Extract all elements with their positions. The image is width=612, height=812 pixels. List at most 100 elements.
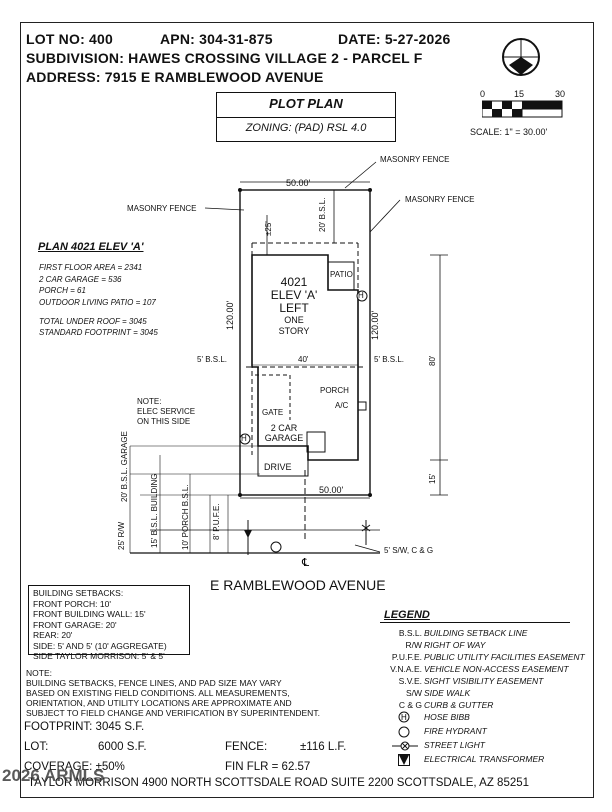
plot-plan-title: PLOT PLAN	[269, 96, 343, 111]
finished-floor: FIN FLR = 62.57	[225, 761, 311, 773]
bsl-building: 15' B.S.L. BUILDING	[150, 473, 159, 548]
house-hand: LEFT	[279, 301, 309, 315]
side-bsl-right: 5' B.S.L.	[374, 355, 404, 364]
north-arrow-icon	[502, 38, 540, 76]
setback-line: FRONT PORCH: 10'	[33, 598, 111, 609]
plan-info-line: OUTDOOR LIVING PATIO = 107	[39, 297, 156, 307]
scale-bar	[482, 100, 563, 118]
footprint: FOOTPRINT: 3045 S.F.	[24, 721, 145, 733]
plan-info-line: FIRST FLOOR AREA = 2341	[39, 263, 143, 272]
dim-80: 80'	[428, 355, 437, 366]
apn: APN: 304-31-875	[160, 31, 273, 47]
garage-line-2: GARAGE	[264, 433, 304, 443]
notes-line: BUILDING SETBACKS, FENCE LINES, AND PAD …	[26, 678, 282, 688]
garage-label: 2 CAR GARAGE	[262, 423, 306, 443]
dim-15: 15'	[428, 473, 437, 484]
ac-unit	[357, 401, 367, 411]
notes-title: NOTE:	[26, 668, 52, 678]
scale-tick-0: 0	[480, 89, 486, 99]
electrical-transformer-icon	[398, 754, 410, 766]
watermark: 2026 ARMLS	[2, 766, 105, 785]
fence-value: ±116 L.F.	[300, 741, 347, 753]
ac-label: A/C	[335, 401, 349, 410]
hose-bibb-right-label: H	[358, 291, 364, 300]
masonry-fence-right: MASONRY FENCE	[405, 195, 475, 204]
hose-bibb-icon: H	[398, 711, 410, 723]
dim-bottom: 50.00'	[319, 485, 344, 495]
zoning: ZONING: (PAD) RSL 4.0	[245, 122, 367, 134]
street-name: E RAMBLEWOOD AVENUE	[210, 577, 386, 593]
porch	[306, 431, 326, 453]
setback-line: SIDE: 5' AND 5' (10' AGGREGATE)	[33, 640, 167, 651]
coverage: COVERAGE: ±50%	[24, 761, 125, 773]
dim-left: 120.00'	[225, 300, 235, 330]
scale-tick-15: 15	[514, 89, 525, 99]
garage-line-1: 2 CAR	[270, 423, 298, 433]
plan-info-title: PLAN 4021 ELEV 'A'	[38, 241, 144, 253]
setback-line: FRONT BUILDING WALL: 15'	[33, 609, 146, 619]
sidewalk-label: 5' S/W, C & G	[384, 546, 434, 555]
svg-text:℄: ℄	[301, 557, 309, 569]
hose-bibb-left-label: H	[241, 434, 247, 443]
address: ADDRESS: 7915 E RAMBLEWOOD AVENUE	[26, 69, 324, 85]
lot-boundary	[239, 189, 371, 496]
house-elev: ELEV 'A'	[270, 288, 318, 302]
dim-top: 50.00'	[286, 178, 311, 188]
notes-line: ORIENTATION, AND UTILITY LOCATIONS ARE A…	[26, 698, 292, 708]
house-plan: 4021	[280, 275, 308, 289]
drive-label: DRIVE	[264, 462, 292, 472]
date: DATE: 5-27-2026	[338, 31, 451, 47]
dim-40: 40'	[298, 355, 309, 364]
house-label: 4021 ELEV 'A' LEFT ONE STORY	[258, 276, 330, 337]
setback-line: REAR: 20'	[33, 630, 73, 640]
setback-line: BUILDING SETBACKS:	[33, 588, 124, 598]
plan-info-line: 2 CAR GARAGE = 536	[39, 274, 122, 284]
masonry-fence-left: MASONRY FENCE	[127, 204, 197, 213]
plan-info-total: TOTAL UNDER ROOF = 3045	[39, 317, 147, 326]
plan-info-totals: TOTAL UNDER ROOF = 3045 STANDARD FOOTPRI…	[39, 316, 158, 338]
house-story-1: ONE	[284, 315, 304, 325]
gate-label: GATE	[262, 408, 284, 417]
fire-hydrant-icon	[398, 726, 410, 738]
note-line: ELEC SERVICE	[137, 407, 196, 416]
setback-line: FRONT GARAGE: 20'	[33, 619, 117, 630]
company-address: TAYLOR MORRISON 4900 NORTH SCOTTSDALE RO…	[28, 777, 530, 789]
lot-size-value: 6000 S.F.	[98, 741, 147, 753]
legend-rule	[380, 622, 570, 623]
hose-bibb-icon	[356, 290, 368, 302]
patio	[327, 261, 355, 291]
porch-label: PORCH	[320, 386, 349, 395]
plan-info-areas: FIRST FLOOR AREA = 2341 2 CAR GARAGE = 5…	[39, 262, 156, 308]
page-border	[20, 22, 594, 798]
setback-line: SIDE TAYLOR MORRISON: 5' & 5'	[33, 651, 165, 661]
porch-bsl: 10' PORCH B.S.L.	[181, 484, 190, 550]
subdivision: SUBDIVISION: HAWES CROSSING VILLAGE 2 - …	[26, 50, 423, 66]
notes-line: SUBJECT TO FIELD CHANGE AND VERIFICATION…	[26, 708, 320, 718]
svg-text:H: H	[401, 713, 407, 722]
general-notes: NOTE: BUILDING SETBACKS, FENCE LINES, AN…	[26, 668, 406, 718]
lot-number: LOT NO: 400	[26, 31, 113, 47]
plan-info-line: PORCH = 61	[39, 286, 86, 295]
driveway	[257, 445, 309, 477]
dim-right: 120.00'	[370, 310, 380, 340]
fire-hydrant-icon	[270, 541, 282, 553]
masonry-fence-top: MASONRY FENCE	[380, 155, 450, 164]
lot-size-label: LOT:	[24, 741, 49, 753]
building-setbacks-box: BUILDING SETBACKS: FRONT PORCH: 10' FRON…	[28, 585, 190, 661]
elec-service-note: NOTE: ELEC SERVICE ON THIS SIDE	[137, 397, 195, 427]
side-bsl-left: 5' B.S.L.	[197, 355, 227, 364]
patio-label: PATIO	[330, 270, 353, 279]
street-light-icon	[392, 741, 418, 751]
note-title: NOTE:	[137, 397, 162, 406]
house-story-2: STORY	[278, 326, 310, 336]
pufe-label: 8' P.U.F.E.	[212, 503, 221, 540]
bsl-garage: 20' B.S.L. GARAGE	[120, 431, 129, 502]
scale-tick-30: 30	[555, 89, 566, 99]
fence-label: FENCE:	[225, 741, 268, 753]
dim-rear-setback: ±25'	[264, 221, 273, 236]
hose-bibb-icon	[239, 433, 251, 445]
rw-label: 25' R/W	[117, 521, 126, 550]
plan-info-total: STANDARD FOOTPRINT = 3045	[39, 328, 158, 337]
rear-bsl: 20' B.S.L.	[318, 197, 327, 232]
